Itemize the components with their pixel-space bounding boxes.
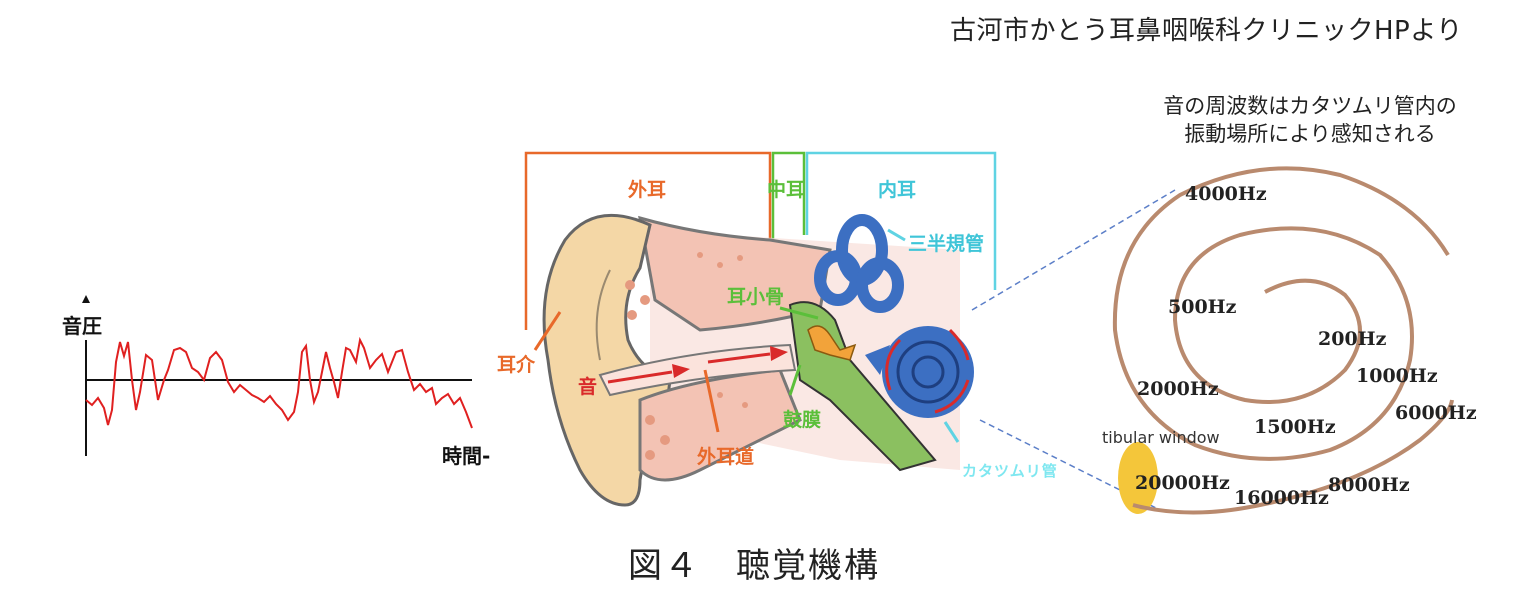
freq-label-1500: 1500Hz	[1254, 416, 1336, 438]
freq-label-6000-clip: 6000Hz	[1395, 402, 1477, 424]
middle-ear-label: 中耳	[767, 179, 806, 201]
frequency-note-line-1: 音の周波数はカタツムリ管内の	[1163, 94, 1457, 118]
sound-arrowhead-2	[770, 346, 788, 361]
source-credit: 古河市かとう耳鼻咽喉科クリニックHPより	[950, 16, 1463, 46]
outer-ear-label: 外耳	[628, 179, 667, 201]
semicircular-canals-label: 三半規管	[908, 233, 985, 255]
ear-illustration	[542, 213, 974, 507]
lower-bone	[638, 368, 802, 482]
eardrum-leader	[788, 364, 802, 396]
tibular-window-shape	[1118, 442, 1158, 514]
spiral-path	[1112, 166, 1450, 461]
ear-canal-label: 外耳道	[697, 446, 755, 468]
sound-arrowhead-1	[672, 364, 690, 378]
bone-texture	[625, 252, 748, 460]
freq-label-16000: 16000Hz	[1234, 487, 1329, 509]
frequency-note: 音の周波数はカタツムリ管内の 振動場所により感知される	[1100, 92, 1520, 148]
freq-label-20000: 20000Hz	[1135, 472, 1230, 494]
vestibule-shape	[865, 345, 890, 375]
cochlea-label: カタツムリ管	[962, 462, 1058, 480]
sound-arrow-1	[607, 370, 673, 384]
freq-label-1000: 1000Hz	[1356, 365, 1438, 387]
region-brackets	[524, 151, 997, 330]
eardrum-label: 鼓膜	[783, 409, 822, 431]
semicircular-canals-shape	[814, 214, 904, 313]
cochlea-shape	[882, 326, 974, 418]
freq-label-4000: 4000Hz	[1185, 183, 1267, 205]
canals-leader	[887, 228, 906, 242]
x-axis-label: 時間-	[442, 444, 491, 468]
freq-label-500: 500Hz	[1168, 296, 1237, 318]
ossicles-label: 耳小骨	[727, 286, 785, 308]
zoom-line-top	[971, 189, 1176, 311]
spiral-outer-path	[1132, 399, 1454, 515]
freq-label-6000: 6000Hz	[1395, 402, 1477, 424]
y-axis-label: 音圧	[62, 314, 102, 338]
sound-label: 音	[578, 376, 598, 398]
sound-arrow-2	[707, 352, 771, 364]
label-leaders	[533, 228, 960, 443]
tibular-window-label: tibular window	[1102, 428, 1220, 447]
y-axis-arrow	[82, 295, 90, 303]
pinna-fold	[595, 269, 611, 361]
canal-leader	[703, 369, 720, 433]
waveform-graph	[82, 295, 473, 456]
inner-ear-bracket	[805, 151, 997, 290]
figure-caption: 図４ 聴覚機構	[628, 546, 880, 586]
ossicles-leader	[779, 306, 819, 320]
middle-ear-bracket	[771, 151, 806, 245]
pinna-leader	[533, 311, 562, 351]
ossicles-shape	[807, 325, 857, 361]
freq-label-8000: 8000Hz	[1328, 474, 1410, 496]
inner-ear-label: 内耳	[878, 179, 917, 201]
outer-ear-bracket	[524, 151, 772, 330]
pinna-label: 耳介	[497, 354, 536, 376]
sound-pressure-waveform	[85, 336, 473, 429]
cochlea-leader	[943, 421, 960, 443]
frequency-note-line-2: 振動場所により感知される	[1184, 122, 1436, 146]
cochlea-spiral	[1112, 166, 1454, 515]
freq-label-200: 200Hz	[1318, 328, 1387, 350]
zoom-line-bottom	[979, 419, 1161, 511]
freq-label-2000: 2000Hz	[1137, 378, 1219, 400]
